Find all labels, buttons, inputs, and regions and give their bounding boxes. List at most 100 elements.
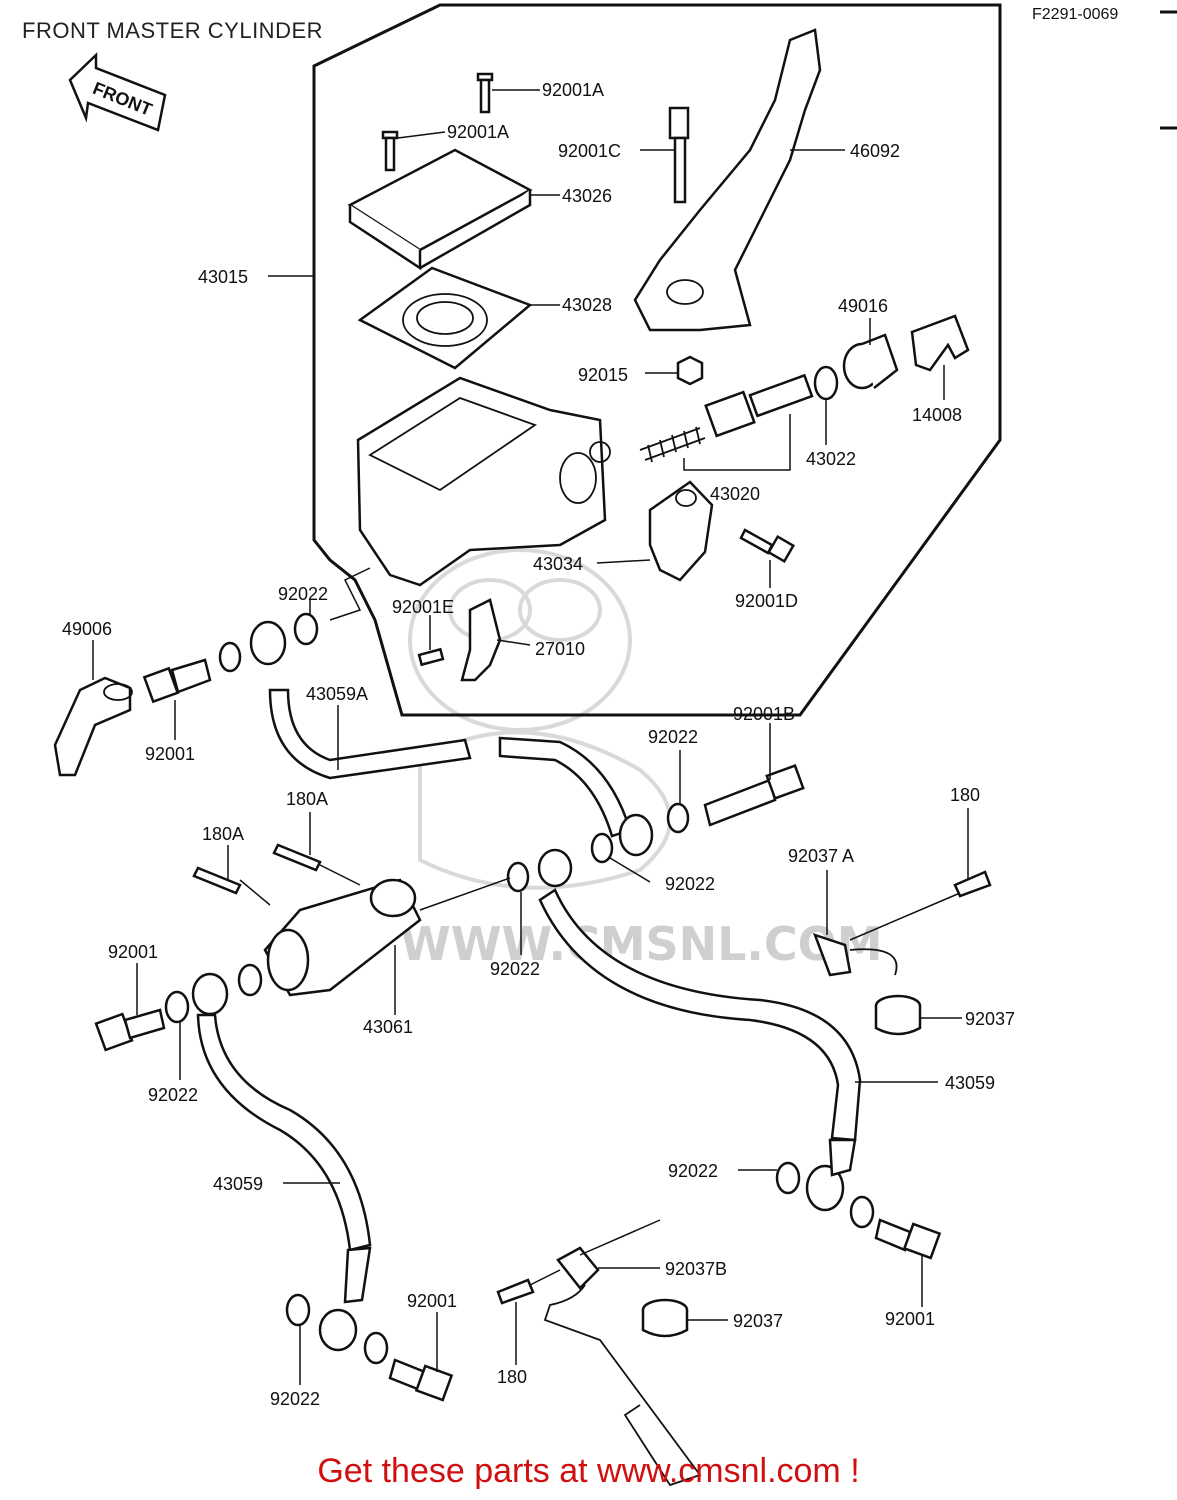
washer-92022-c — [666, 802, 690, 834]
bolt-180A-left — [192, 866, 242, 895]
label-43059-right: 43059 — [945, 1073, 995, 1093]
banjo-eye-left — [191, 972, 229, 1016]
washer-92022-e — [506, 861, 530, 893]
label-180A-right: 180A — [286, 789, 328, 809]
label-92001E: 92001E — [392, 597, 454, 617]
grommet-92037-lower — [641, 1298, 689, 1338]
clamp-43034 — [648, 480, 714, 582]
front-arrow: FRONT — [68, 52, 167, 132]
label-180-bottom: 180 — [497, 1367, 527, 1387]
brake-switch-27010 — [417, 598, 502, 682]
washer-92022-a — [218, 641, 242, 673]
label-43028: 43028 — [562, 295, 612, 315]
label-27010: 27010 — [535, 639, 585, 659]
reservoir-cap-43026 — [347, 148, 533, 271]
label-92037B: 92037B — [665, 1259, 727, 1279]
label-43034: 43034 — [533, 554, 583, 574]
banjo-bolt-92001-left — [94, 1008, 166, 1052]
label-92037-lower: 92037 — [733, 1311, 783, 1331]
bolt-92001D — [739, 528, 796, 564]
label-43015: 43015 — [198, 267, 248, 287]
label-92022-lower-center: 92022 — [490, 959, 540, 979]
bolt-180-right — [953, 870, 992, 898]
nut-92015 — [676, 355, 704, 386]
banjo-bolt-92001-upper — [142, 658, 212, 704]
washer-92022-i — [237, 963, 263, 997]
diaphragm-43028 — [357, 266, 533, 370]
hose-43059A — [268, 688, 472, 780]
washer-92022-h — [164, 990, 190, 1024]
label-49016: 49016 — [838, 296, 888, 316]
label-43059-left: 43059 — [213, 1174, 263, 1194]
washer-92022-j — [285, 1293, 311, 1327]
bolt-180-bottom — [496, 1278, 535, 1305]
hose-43059A-lower — [498, 736, 632, 838]
banjo-43059A-eye — [249, 620, 287, 666]
label-92022-left: 92022 — [148, 1085, 198, 1105]
footer-link-text[interactable]: Get these parts at www.cmsnl.com ! — [317, 1452, 860, 1490]
label-92037-upper: 92037 — [965, 1009, 1015, 1029]
label-46092: 46092 — [850, 141, 900, 161]
label-92001B: 92001B — [733, 704, 795, 724]
label-49006: 49006 — [62, 619, 112, 639]
label-92022-mid: 92022 — [648, 727, 698, 747]
diagram-title: FRONT MASTER CYLINDER — [22, 18, 324, 43]
part-labels: 92001A 92001A 92001C 46092 43026 43015 4… — [62, 80, 1015, 1409]
piston-assembly-43020 — [639, 373, 814, 463]
hose-43059-left — [196, 1013, 372, 1252]
label-43020: 43020 — [710, 484, 760, 504]
label-92022-upper: 92022 — [278, 584, 328, 604]
cap-49006 — [53, 676, 133, 777]
label-14008: 14008 — [912, 405, 962, 425]
banjo-eye-right — [618, 813, 654, 857]
watermark-text: WWW.CMSNL.COM — [400, 917, 883, 971]
cover-14008 — [910, 314, 970, 372]
label-92001A-left: 92001A — [447, 122, 509, 142]
label-92037A: 92037 A — [788, 846, 854, 866]
grommet-92037-upper — [874, 994, 922, 1036]
label-43061: 43061 — [363, 1017, 413, 1037]
label-92001-right: 92001 — [885, 1309, 935, 1329]
hose-43059-right-end — [828, 1138, 857, 1177]
label-92001C: 92001C — [558, 141, 621, 161]
bracket-92037B — [543, 1246, 702, 1487]
banjo-bolt-92001-right — [874, 1218, 942, 1260]
washer-92022-f — [775, 1161, 801, 1195]
label-92022-bottom: 92022 — [270, 1389, 320, 1409]
label-92001-left: 92001 — [108, 942, 158, 962]
bolt-180A-right — [272, 843, 322, 872]
banjo-eye-center — [537, 848, 573, 888]
label-180A-left: 180A — [202, 824, 244, 844]
master-cylinder-body-43015 — [356, 376, 611, 587]
hose-43059-left-end — [343, 1246, 372, 1304]
washer-92022-k — [363, 1331, 389, 1365]
label-92022-right: 92022 — [668, 1161, 718, 1181]
screw-92001A-top — [476, 72, 494, 114]
label-43026: 43026 — [562, 186, 612, 206]
diagram-code: F2291-0069 — [1032, 6, 1119, 23]
washer-92022-g — [849, 1195, 875, 1229]
assembly-outline — [312, 3, 1002, 717]
label-43022: 43022 — [806, 449, 856, 469]
label-92015: 92015 — [578, 365, 628, 385]
watermark: WWW.CMSNL.COM — [400, 548, 883, 971]
joint-43061 — [263, 878, 422, 997]
label-92001-upper-left: 92001 — [145, 744, 195, 764]
brake-lever-46092 — [633, 28, 822, 332]
label-92022-center: 92022 — [665, 874, 715, 894]
screw-92001A-left — [381, 130, 399, 172]
label-92001D: 92001D — [735, 591, 798, 611]
label-43059A: 43059A — [306, 684, 368, 704]
boot-49016 — [842, 333, 899, 390]
pivot-bolt-92001C — [668, 106, 690, 204]
label-92001A-top: 92001A — [542, 80, 604, 100]
leader-lines — [92, 89, 969, 1385]
banjo-bolt-92001-bottom — [388, 1358, 454, 1402]
label-180-right: 180 — [950, 785, 980, 805]
banjo-bolt-92001B — [703, 763, 805, 827]
banjo-eye-left-lower — [318, 1308, 358, 1352]
banjo-eye-right-lower — [805, 1164, 845, 1212]
washer-43022 — [813, 365, 839, 401]
label-92001-bottom: 92001 — [407, 1291, 457, 1311]
